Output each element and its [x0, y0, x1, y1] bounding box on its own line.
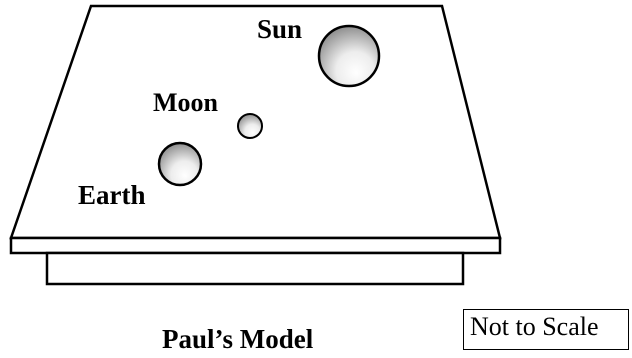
earth-sphere [157, 141, 203, 187]
table-edge [9, 236, 502, 255]
sun-label: Sun [257, 14, 303, 44]
not-to-scale-box [463, 309, 629, 350]
not-to-scale-note: Not to Scale [470, 312, 599, 341]
diagram-caption: Paul’s Model [162, 324, 314, 354]
moon-label: Moon [153, 88, 218, 117]
sun-sphere [317, 24, 381, 88]
earth-label: Earth [78, 180, 146, 210]
table-base [45, 251, 465, 286]
moon-sphere [237, 113, 263, 139]
